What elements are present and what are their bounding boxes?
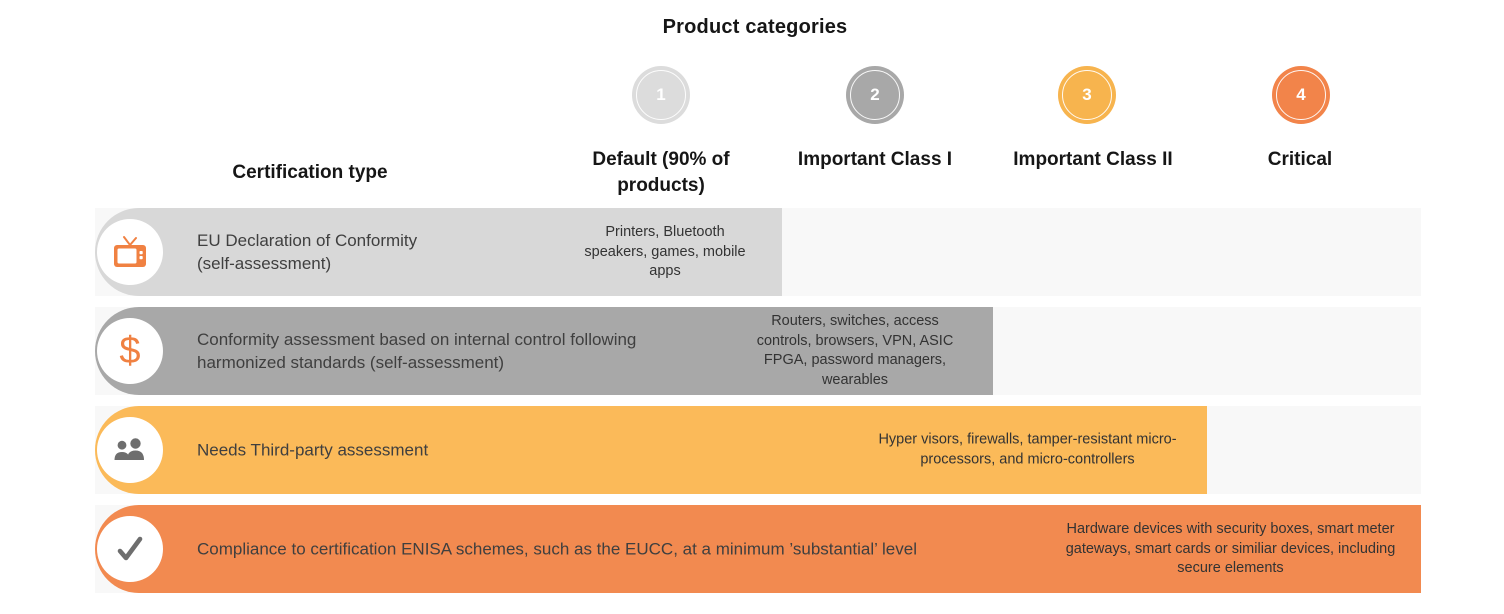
certification-label: Needs Third-party assessment	[197, 440, 429, 460]
table-row-critical: Compliance to certification ENISA scheme…	[95, 505, 1421, 593]
row-icon-circle: $	[97, 318, 163, 384]
category-number-1: 1	[656, 85, 666, 104]
table-row-important-class-2: Needs Third-party assessment Hyper visor…	[95, 406, 1421, 494]
column-header-important-class-1: Important Class I	[797, 149, 953, 170]
certification-label: EU Declaration of Conformity (self-asses…	[197, 231, 418, 273]
products-cell: Hyper visors, firewalls, tamper-resistan…	[878, 431, 1177, 468]
column-header-important-class-2: Important Class II	[1013, 149, 1173, 170]
category-circle-1: 1	[632, 66, 690, 124]
row-highlight	[95, 406, 1207, 494]
row-icon-circle	[97, 516, 163, 582]
diagram-title: Product categories	[662, 16, 848, 38]
row-highlight	[95, 307, 993, 395]
category-circle-3: 3	[1058, 66, 1116, 124]
column-header-default: Default (90% of products)	[592, 149, 730, 196]
row-icon-circle	[97, 219, 163, 285]
row-highlight	[95, 208, 782, 296]
column-header-certification-type: Certification type	[232, 162, 388, 183]
category-number-2: 2	[870, 85, 880, 104]
row-highlight	[95, 505, 1421, 593]
category-circle-4: 4	[1272, 66, 1330, 124]
category-number-4: 4	[1296, 85, 1306, 104]
products-cell: Hardware devices with security boxes, sm…	[1065, 520, 1396, 576]
check-icon	[117, 536, 143, 561]
category-number-3: 3	[1082, 85, 1092, 104]
tv-icon	[114, 236, 146, 267]
table-row-important-class-1: $ Conformity assessment based on interna…	[95, 307, 1421, 395]
row-icon-circle	[97, 417, 163, 483]
products-cell: Routers, switches, access controls, brow…	[756, 313, 954, 388]
category-circle-2: 2	[846, 66, 904, 124]
table-row-default: EU Declaration of Conformity (self-asses…	[95, 208, 1421, 296]
certification-label: Conformity assessment based on internal …	[197, 330, 637, 372]
certification-label: Compliance to certification ENISA scheme…	[197, 539, 917, 559]
people-icon	[114, 438, 144, 460]
column-header-critical: Critical	[1267, 149, 1333, 170]
products-cell: Printers, Bluetooth speakers, games, mob…	[584, 223, 746, 279]
dollar-icon: $	[119, 330, 141, 372]
